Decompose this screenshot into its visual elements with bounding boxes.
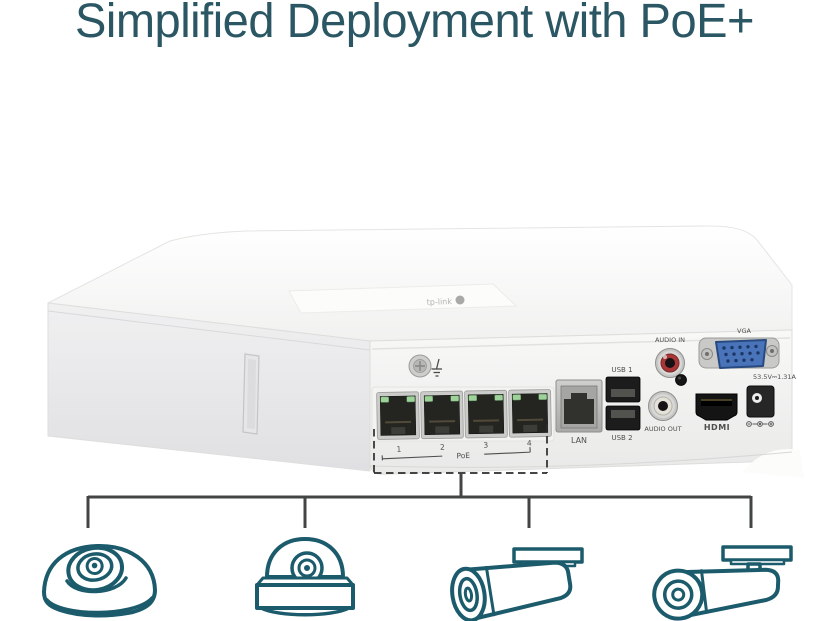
poe-led-icon bbox=[494, 394, 503, 401]
vga-port bbox=[698, 337, 780, 369]
dome-camera-icon bbox=[255, 537, 355, 617]
audio-in-label: AUDIO IN bbox=[655, 336, 685, 344]
hdmi-port bbox=[695, 393, 738, 421]
bullet-camera-icon bbox=[652, 545, 793, 621]
side-seam-line bbox=[47, 310, 371, 351]
poe-port-1 bbox=[376, 391, 420, 440]
poe-port-number-4: 4 bbox=[527, 439, 532, 448]
audio-out-jack bbox=[648, 391, 678, 421]
poe-port-2 bbox=[420, 390, 464, 440]
poe-led-icon bbox=[450, 395, 459, 402]
poe-led-icon bbox=[424, 395, 433, 402]
power-jack bbox=[746, 385, 775, 418]
panel-knob bbox=[675, 374, 687, 386]
chassis-corner-curve bbox=[742, 448, 804, 478]
audio-in-jack bbox=[655, 348, 685, 378]
poe-numbering: 1 2 3 4 PoE bbox=[381, 439, 532, 461]
poe-port-3 bbox=[464, 389, 508, 439]
polarity-icon bbox=[746, 421, 774, 427]
usb2-label: USB 2 bbox=[611, 434, 632, 442]
vga-screws bbox=[701, 345, 778, 360]
usb-port-2 bbox=[605, 405, 641, 431]
rear-bottom-edge bbox=[369, 451, 793, 468]
poe-group-bracket bbox=[381, 447, 531, 461]
poe-led-icon bbox=[380, 396, 389, 403]
ground-symbol-icon bbox=[431, 358, 442, 377]
turret-camera-icon bbox=[42, 543, 157, 618]
side-slot-inner bbox=[247, 359, 256, 429]
audio-out-label: AUDIO OUT bbox=[644, 425, 681, 433]
device-top-face bbox=[47, 225, 793, 342]
usb-port-1 bbox=[605, 376, 641, 403]
poe-dashed-outline bbox=[373, 424, 548, 474]
ground-screw bbox=[408, 354, 432, 378]
poe-port-number-2: 2 bbox=[440, 443, 445, 452]
power-rating-label: 53.5V⎓1.31A bbox=[753, 373, 797, 381]
connector-tree bbox=[86, 474, 753, 528]
rear-ports: 1 2 3 4 PoE LAN USB 1 bbox=[371, 327, 797, 461]
device-logo-plate bbox=[288, 283, 518, 314]
poe-led-icon bbox=[468, 395, 477, 402]
poe-port-number-1: 1 bbox=[396, 444, 401, 453]
poe-port-number-3: 3 bbox=[483, 441, 488, 450]
page-title: Simplified Deployment with PoE+ bbox=[75, 0, 754, 48]
poe-led-icon bbox=[512, 394, 521, 401]
poe-ports bbox=[376, 389, 552, 440]
vga-label: VGA bbox=[737, 327, 751, 335]
poe-group-label: PoE bbox=[456, 451, 470, 461]
lan-label: LAN bbox=[571, 436, 587, 445]
device-logo-text: tp-link bbox=[427, 297, 453, 307]
poe-port-4 bbox=[508, 389, 552, 438]
hdmi-label: HDMI bbox=[704, 423, 730, 432]
vga-pin-holes bbox=[722, 344, 760, 363]
bullet-camera-icon bbox=[450, 547, 584, 621]
usb1-label: USB 1 bbox=[611, 366, 632, 374]
poe-led-icon bbox=[538, 393, 547, 400]
poe-led-icon bbox=[406, 396, 415, 403]
lan-port bbox=[555, 379, 603, 433]
camera-icons bbox=[42, 537, 793, 621]
device-side-face bbox=[47, 302, 371, 472]
brand-logo-icon bbox=[455, 295, 465, 305]
